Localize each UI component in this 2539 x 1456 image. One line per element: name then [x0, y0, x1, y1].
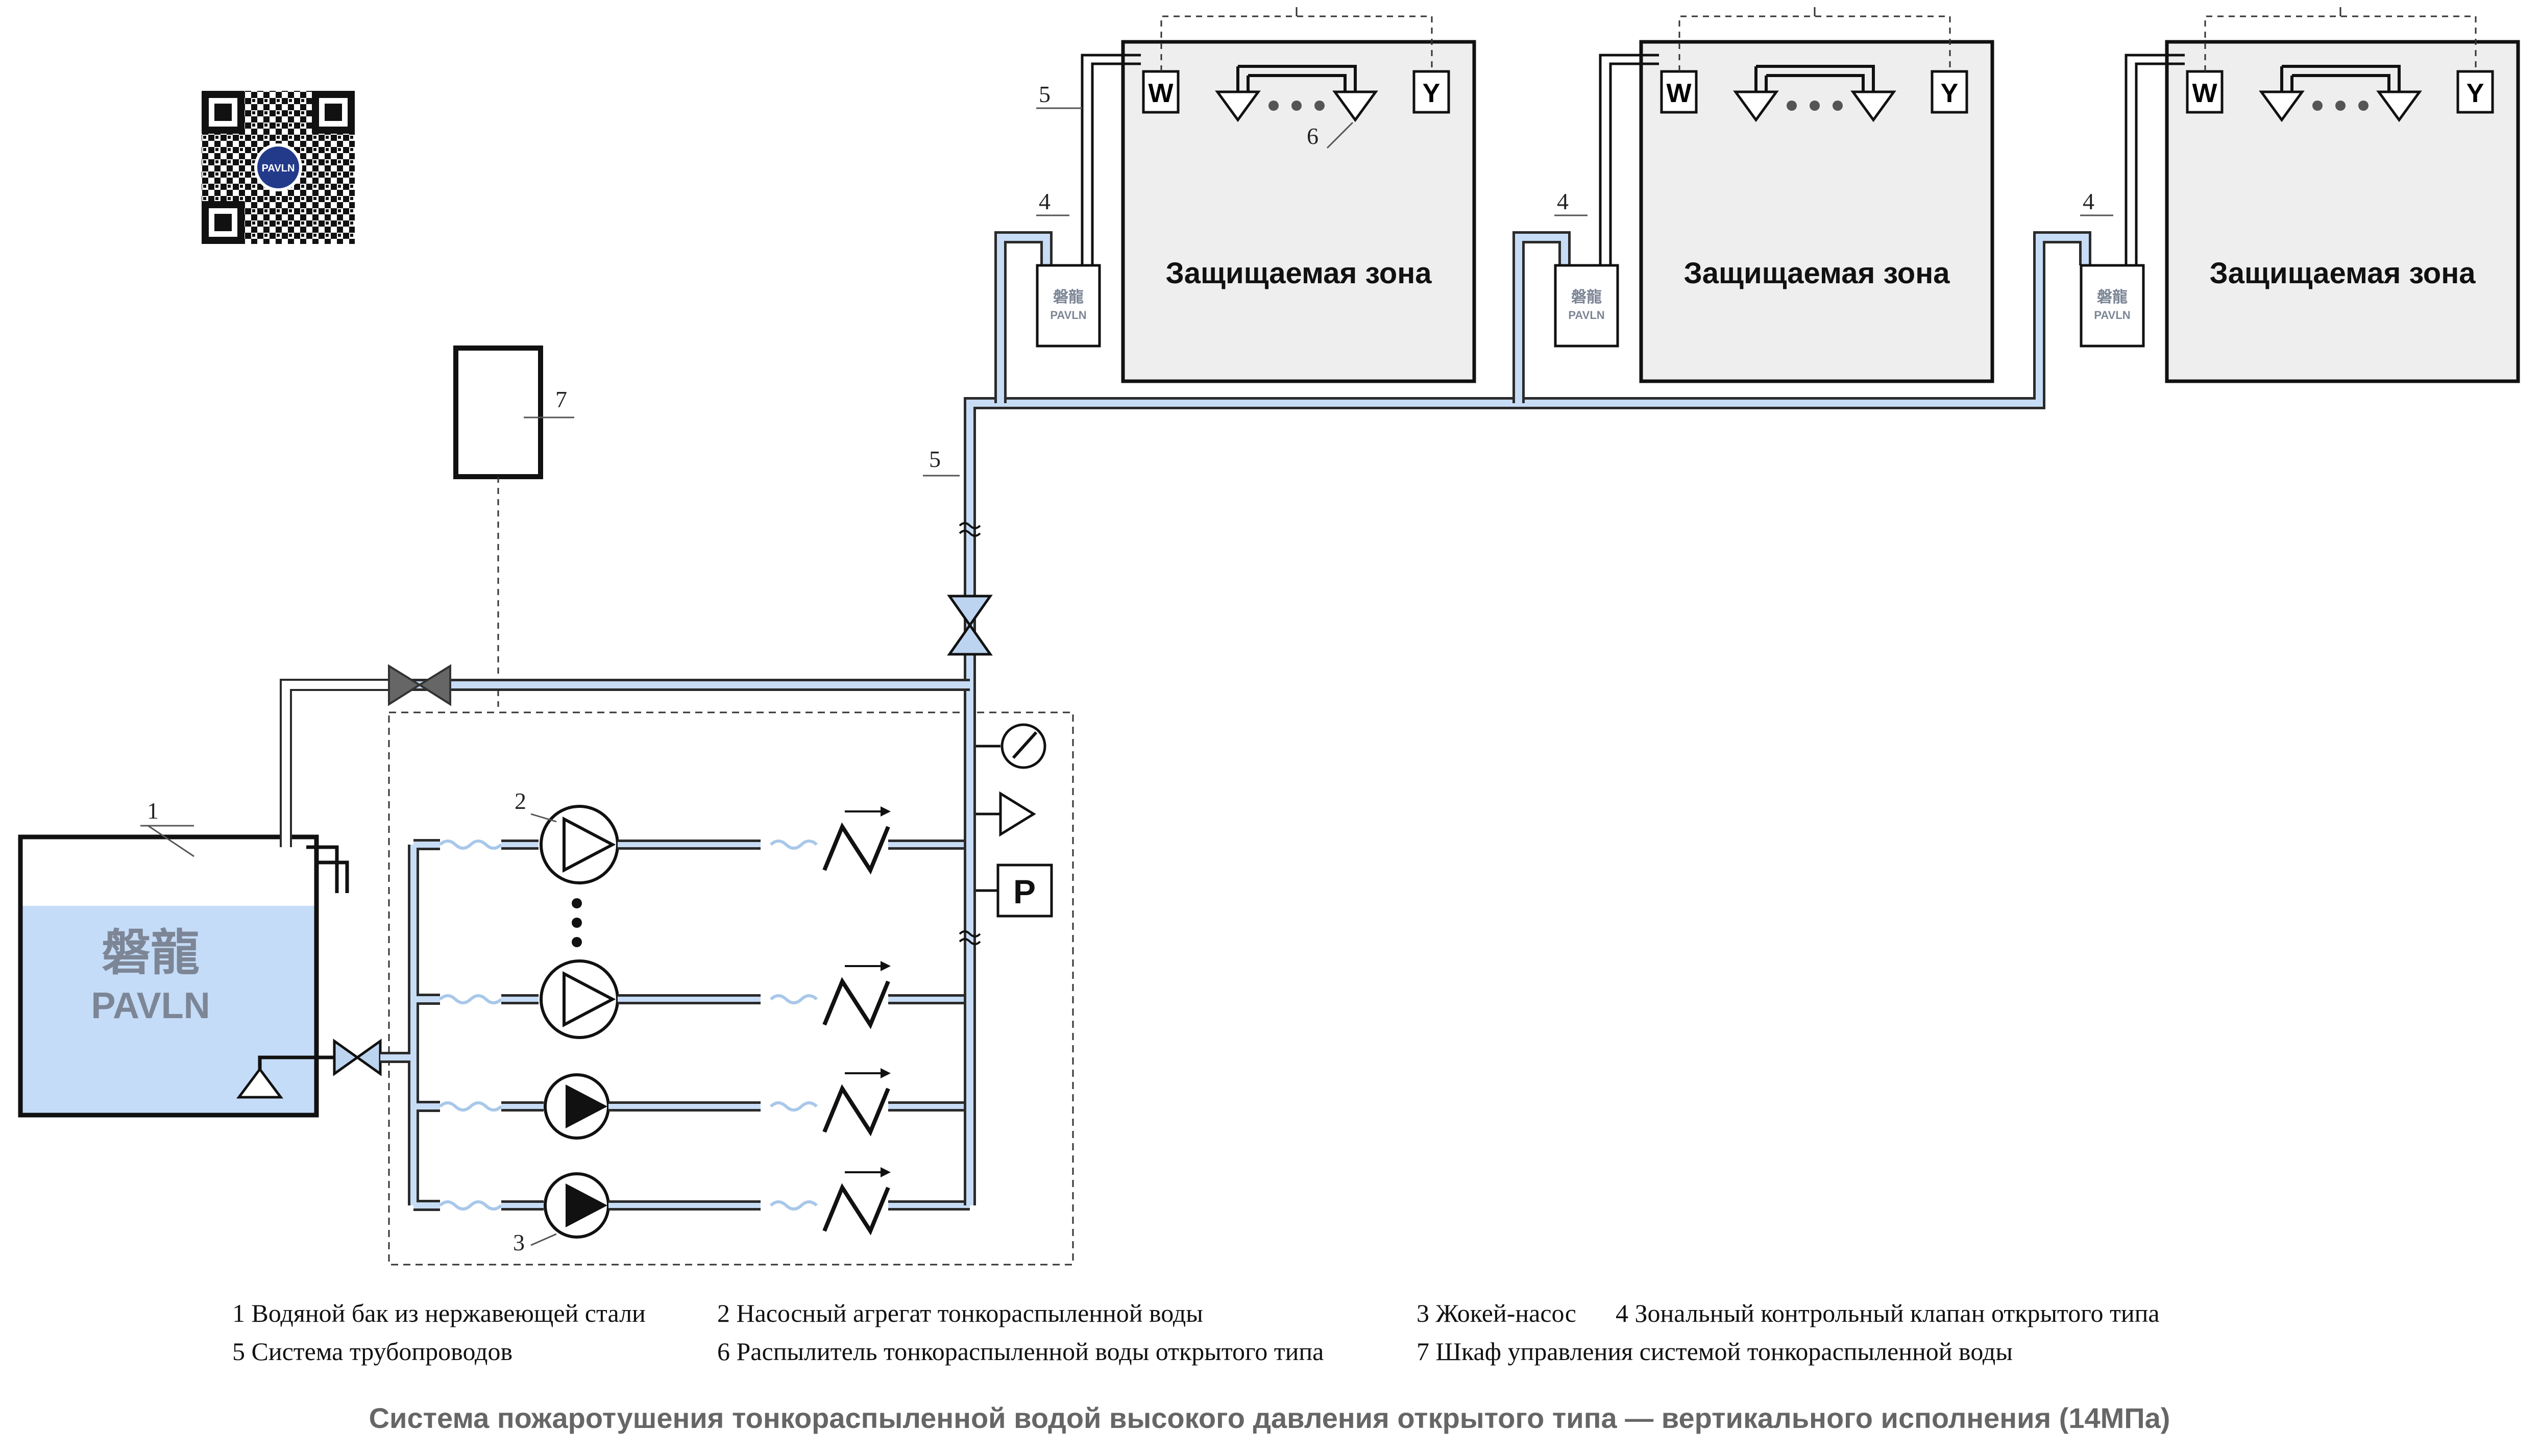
w-badge: W: [1148, 79, 1174, 108]
diagram-caption: Система пожаротушения тонкораспыленной в…: [369, 1402, 2170, 1434]
zone-title: Защищаемая зона: [1165, 257, 1432, 290]
jockey-pump-2: 3: [513, 1172, 610, 1255]
callout-6: 6: [1307, 123, 1319, 149]
water-tank: 1 磐龍 PAVLN: [18, 679, 389, 1118]
y-badge: Y: [1941, 79, 1959, 108]
legend-item-6: 6 Распылитель тонкораспыленной воды откр…: [717, 1337, 1324, 1366]
w-badge: W: [2192, 79, 2217, 108]
callout-1: 1: [147, 798, 159, 824]
jockey-pump-1: [544, 1073, 610, 1140]
y-badge: Y: [2467, 79, 2484, 108]
pressure-switch-label: P: [1013, 873, 1036, 910]
pump-station-boundary: [388, 711, 1074, 1266]
callout-4: 4: [1557, 188, 1569, 214]
tank-logo-latin: PAVLN: [91, 985, 210, 1026]
zone-valve-latin: PAVLN: [1568, 309, 1604, 322]
y-badge: Y: [1423, 79, 1441, 108]
callout-4: 4: [2083, 188, 2094, 214]
callout-3: 3: [513, 1229, 525, 1255]
safety-valve: [976, 791, 1036, 837]
bypass-valve: [388, 664, 451, 706]
main-riser: 5: [388, 408, 981, 1205]
zone-title: Защищаемая зона: [2209, 257, 2476, 290]
protected-zone-1: Защищаемая зона W Y 6 5 4 磐龍 PAVLN: [1036, 7, 1476, 383]
zone-title: Защищаемая зона: [1683, 257, 1950, 290]
legend-item-3: 3 Жокей-насос: [1417, 1299, 1576, 1327]
zone-valve-hanzi: 磐龍: [1053, 288, 1084, 306]
suction-valve: [333, 1039, 382, 1076]
legend-item-7: 7 Шкаф управления системой тонкораспылен…: [1417, 1337, 2013, 1366]
legend-item-2: 2 Насосный агрегат тонкораспыленной воды: [717, 1299, 1203, 1327]
callout-7: 7: [555, 386, 567, 412]
legend: 1 Водяной бак из нержавеющей стали 2 Нас…: [232, 1299, 2160, 1366]
discharge-lines: [608, 840, 970, 1211]
legend-item-5: 5 Система трубопроводов: [232, 1337, 512, 1366]
main-pump-1: 2: [515, 788, 619, 884]
legend-item-4: 4 Зональный контрольный клапан открытого…: [1616, 1299, 2160, 1327]
w-badge: W: [1666, 79, 1692, 108]
zone-valve-latin: PAVLN: [2094, 309, 2130, 322]
riser-valve: [947, 595, 993, 656]
callout-5-zone: 5: [1039, 81, 1051, 107]
distribution-header: [964, 231, 2091, 413]
protected-zone-2: Защищаемая зона W Y 4 磐龍 PAVLN: [1554, 7, 1994, 383]
check-valves: [822, 806, 891, 1236]
zone-valve-hanzi: 磐龍: [1571, 288, 1602, 306]
callout-5-riser: 5: [929, 446, 941, 472]
control-cabinet: 7: [453, 346, 574, 707]
callout-4: 4: [1039, 188, 1051, 214]
main-pump-2: [540, 959, 619, 1039]
qr-logo-text: PAVLN: [262, 163, 295, 174]
protected-zone-3: Защищаемая зона W Y 4 磐龍 PAVLN: [2080, 7, 2520, 383]
zone-valve-hanzi: 磐龍: [2097, 288, 2128, 306]
pressure-gauge: [976, 723, 1046, 769]
legend-item-1: 1 Водяной бак из нержавеющей стали: [232, 1299, 646, 1327]
callout-2: 2: [515, 788, 526, 814]
suction-manifold: [380, 839, 544, 1211]
more-pumps-ellipsis: [572, 898, 582, 947]
zone-valve-latin: PAVLN: [1050, 309, 1086, 322]
tank-logo-hanzi: 磐龍: [102, 926, 200, 980]
qr-code: PAVLN: [202, 91, 355, 244]
pressure-switch: P: [976, 863, 1053, 918]
